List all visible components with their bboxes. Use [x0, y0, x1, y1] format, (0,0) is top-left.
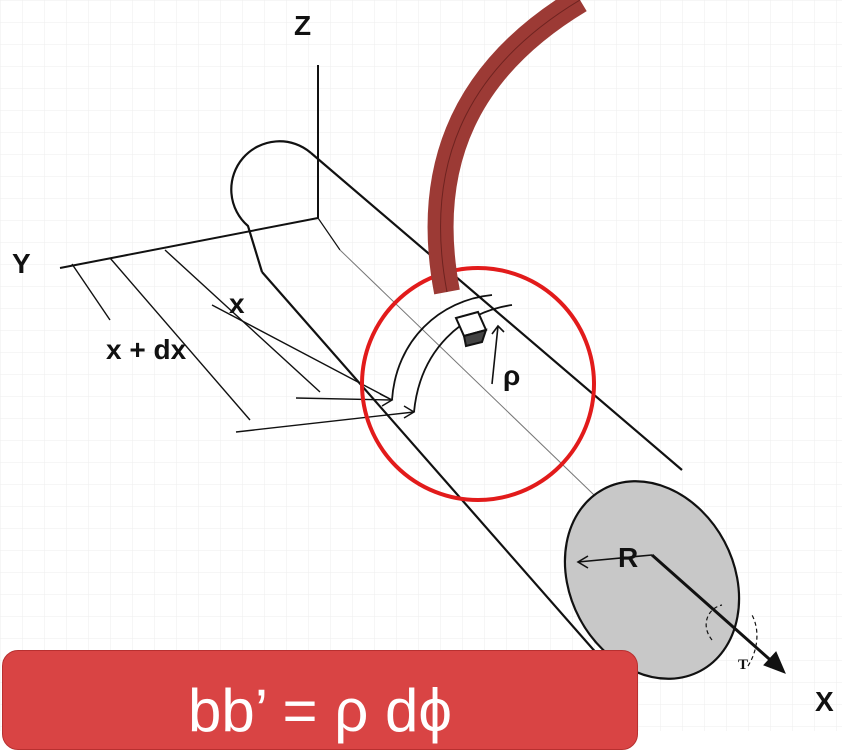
shaft-center-hint — [339, 249, 621, 521]
x-plus-dx-label: x + dx — [106, 334, 187, 365]
y-axis-line — [59, 217, 319, 269]
x-axis-label: X — [815, 686, 834, 717]
radius-marker — [576, 554, 653, 569]
stress-element — [454, 310, 488, 348]
pointer-arrow-edge — [440, 0, 581, 293]
formula-box: bb’ = ρ dϕ — [2, 650, 638, 750]
slice-rings — [391, 294, 513, 413]
torsion-diagram — [0, 0, 842, 731]
formula-text: bb’ = ρ dϕ — [188, 677, 452, 744]
highlight-circle — [360, 266, 596, 502]
torque-arrows — [705, 604, 758, 667]
z-axis-label: Z — [294, 10, 312, 41]
axes — [59, 65, 341, 269]
dimension-lines — [71, 249, 416, 433]
shaft-top-edge — [310, 152, 683, 471]
x-axis-hidden — [317, 217, 341, 251]
y-axis-label: Y — [12, 248, 31, 279]
ring-x — [391, 294, 493, 401]
x-axis-arrow — [651, 553, 786, 674]
rho-label: ρ — [503, 360, 521, 391]
shaft-cylinder — [230, 140, 683, 681]
shaft-bottom-edge — [261, 271, 621, 681]
radius-label: R — [618, 542, 639, 573]
shaft-end-face — [563, 480, 741, 680]
shaft-back-end — [230, 140, 312, 273]
ring-x-dx — [413, 304, 513, 413]
torque-label: T — [738, 657, 749, 673]
rho-line — [491, 324, 505, 385]
x-position-label: x — [229, 288, 245, 319]
